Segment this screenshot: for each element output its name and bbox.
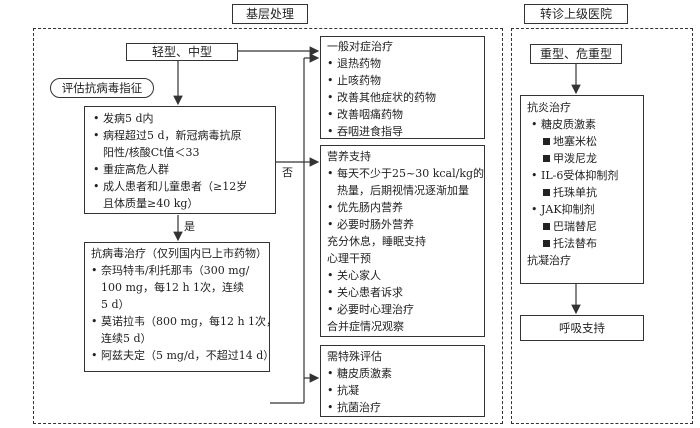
special-title: 需特殊评估 bbox=[327, 350, 382, 363]
drug-item: 地塞米松 bbox=[527, 133, 643, 150]
square-bullet-icon bbox=[543, 189, 550, 196]
respiratory-support-box: 呼吸支持 bbox=[520, 315, 644, 341]
criteria-item-cont: 阳性/核酸Ct值＜33 bbox=[103, 146, 200, 159]
antiviral-item-cont: 连续5 d） bbox=[101, 332, 152, 345]
special-item: • 抗菌治疗 bbox=[327, 401, 381, 414]
start-mild-moderate: 轻型、中型 bbox=[126, 43, 238, 61]
general-item: • 吞咽进食指导 bbox=[327, 125, 403, 138]
primary-care-region bbox=[33, 28, 503, 424]
drug-class-item: • JAK抑制剂 bbox=[531, 203, 595, 216]
antiviral-item: • 阿兹夫定（5 mg/d，不超过14 d） bbox=[91, 349, 275, 362]
criteria-item: • 成人患者和儿童患者（≥12岁 bbox=[93, 180, 248, 193]
general-title: 一般对症治疗 bbox=[327, 40, 393, 53]
nutrition-title: 营养支持 bbox=[327, 150, 371, 163]
nutrition-item: • 每天不少于25~30 kcal/kg的 bbox=[327, 167, 485, 180]
criteria-item: • 重症高危人群 bbox=[93, 163, 169, 176]
rest-support: 充分休息，睡眠支持 bbox=[327, 235, 426, 248]
criteria-item: • 发病5 d内 bbox=[93, 112, 154, 125]
criteria-box: • 发病5 d内 • 病程超过5 d，新冠病毒抗原 阳性/核酸Ct值＜33 • … bbox=[84, 106, 276, 214]
drug-class-item: • IL-6受体抑制剂 bbox=[531, 169, 619, 182]
yes-label: 是 bbox=[184, 220, 195, 233]
general-item: • 改善咽痛药物 bbox=[327, 108, 403, 121]
special-eval-box: 需特殊评估 • 糖皮质激素 • 抗凝 • 抗菌治疗 bbox=[320, 345, 485, 417]
anti-inflam-title: 抗炎治疗 bbox=[527, 101, 571, 114]
drug-item: 巴瑞替尼 bbox=[527, 218, 643, 235]
anti-inflammatory-box: 抗炎治疗 • 糖皮质激素 地塞米松 甲泼尼龙 • IL-6受体抑制剂 托珠单抗 … bbox=[520, 95, 644, 284]
drug-item: 甲泼尼龙 bbox=[527, 150, 643, 167]
general-item: • 改善其他症状的药物 bbox=[327, 91, 436, 104]
antiviral-item-cont: 5 d） bbox=[101, 298, 130, 311]
psych-item: • 必要时心理治疗 bbox=[327, 303, 414, 316]
square-bullet-icon bbox=[543, 155, 550, 162]
drug-item: 托法替布 bbox=[527, 235, 643, 252]
section-title-primary: 基层处理 bbox=[232, 4, 308, 24]
special-item: • 糖皮质激素 bbox=[327, 367, 392, 380]
special-item: • 抗凝 bbox=[327, 384, 359, 397]
no-label: 否 bbox=[282, 166, 293, 179]
general-treatment-box: 一般对症治疗 • 退热药物 • 止咳药物 • 改善其他症状的药物 • 改善咽痛药… bbox=[320, 36, 485, 139]
general-item: • 退热药物 bbox=[327, 57, 381, 70]
drug-item: 托珠单抗 bbox=[527, 184, 643, 201]
antiviral-item: • 莫诺拉韦（800 mg，每12 h 1次， bbox=[91, 315, 278, 328]
antiviral-title: 抗病毒治疗（仅列国内已上市药物） bbox=[91, 247, 267, 260]
drug-class-item: • 糖皮质激素 bbox=[531, 118, 596, 131]
square-bullet-icon bbox=[543, 240, 550, 247]
nutrition-item: • 必要时肠外营养 bbox=[327, 218, 414, 231]
comorbidity-observe: 合并症情况观察 bbox=[327, 320, 404, 333]
square-bullet-icon bbox=[543, 138, 550, 145]
anticoag-item: 抗凝治疗 bbox=[527, 254, 571, 267]
referral-region bbox=[511, 28, 693, 424]
psych-title: 心理干预 bbox=[327, 252, 371, 265]
nutrition-item-cont: 热量，后期视情况逐渐加量 bbox=[337, 184, 469, 197]
psych-item: • 关心家人 bbox=[327, 269, 381, 282]
section-title-referral: 转诊上级医院 bbox=[524, 4, 628, 24]
antiviral-item-cont: 100 mg，每12 h 1次，连续 bbox=[101, 281, 245, 294]
criteria-item-cont: 且体质量≥40 kg） bbox=[103, 197, 199, 210]
antiviral-box: 抗病毒治疗（仅列国内已上市药物） • 奈玛特韦/利托那韦（300 mg/ 100… bbox=[84, 242, 278, 372]
antiviral-item: • 奈玛特韦/利托那韦（300 mg/ bbox=[91, 264, 250, 277]
criteria-item: • 病程超过5 d，新冠病毒抗原 bbox=[93, 129, 242, 142]
nutrition-item: • 优先肠内营养 bbox=[327, 201, 403, 214]
start-severe-critical: 重型、危重型 bbox=[530, 44, 622, 64]
evaluate-antiviral-indication: 评估抗病毒指征 bbox=[50, 78, 154, 98]
nutrition-support-box: 营养支持 • 每天不少于25~30 kcal/kg的 热量，后期视情况逐渐加量 … bbox=[320, 145, 485, 337]
general-item: • 止咳药物 bbox=[327, 74, 381, 87]
square-bullet-icon bbox=[543, 223, 550, 230]
psych-item: • 关心患者诉求 bbox=[327, 286, 403, 299]
